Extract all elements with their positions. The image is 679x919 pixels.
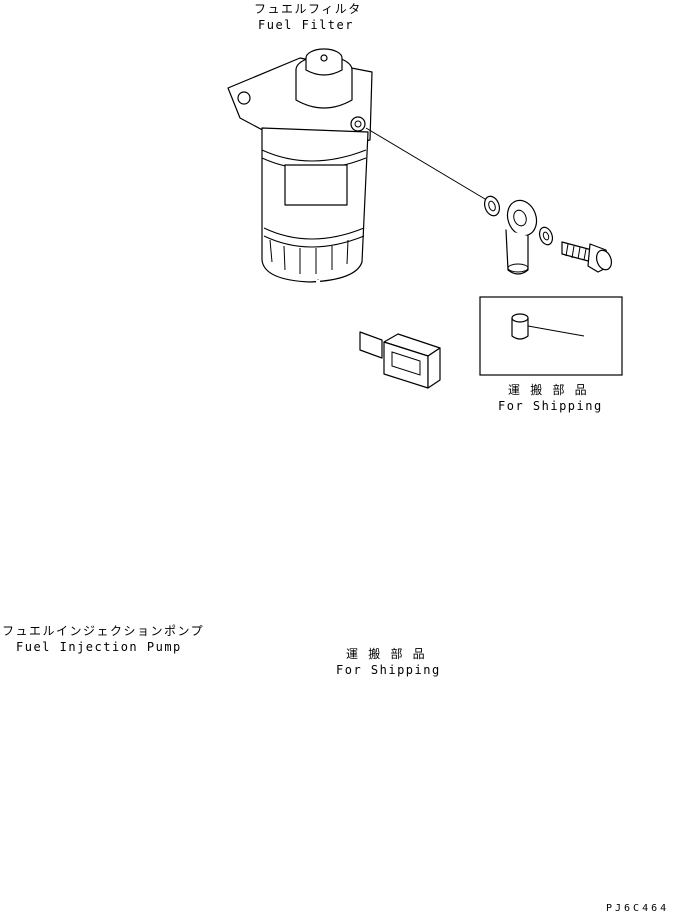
- shipping-label-jp-2: 運 搬 部 品: [346, 647, 427, 661]
- fuel-filter-label-en: Fuel Filter: [258, 18, 354, 32]
- drawing-code: PJ6C464: [606, 903, 670, 914]
- shipping-box-1: [479, 296, 623, 376]
- banjo-fitting: [505, 199, 538, 275]
- shipping-label-jp-1: 運 搬 部 品: [508, 383, 589, 397]
- washer: [483, 195, 501, 217]
- banjo-bolt: [561, 241, 613, 273]
- fuel-filter-label-jp: フュエルフィルタ: [254, 2, 362, 16]
- fuel-filter: [227, 48, 441, 389]
- pump-label-jp: フュエルインジェクションポンプ: [2, 624, 205, 638]
- pump-label-en: Fuel Injection Pump: [16, 640, 182, 654]
- shipping-cap-1: [511, 313, 529, 340]
- shipping-label-en-2: For Shipping: [336, 663, 441, 677]
- shipping-label-en-1: For Shipping: [498, 399, 603, 413]
